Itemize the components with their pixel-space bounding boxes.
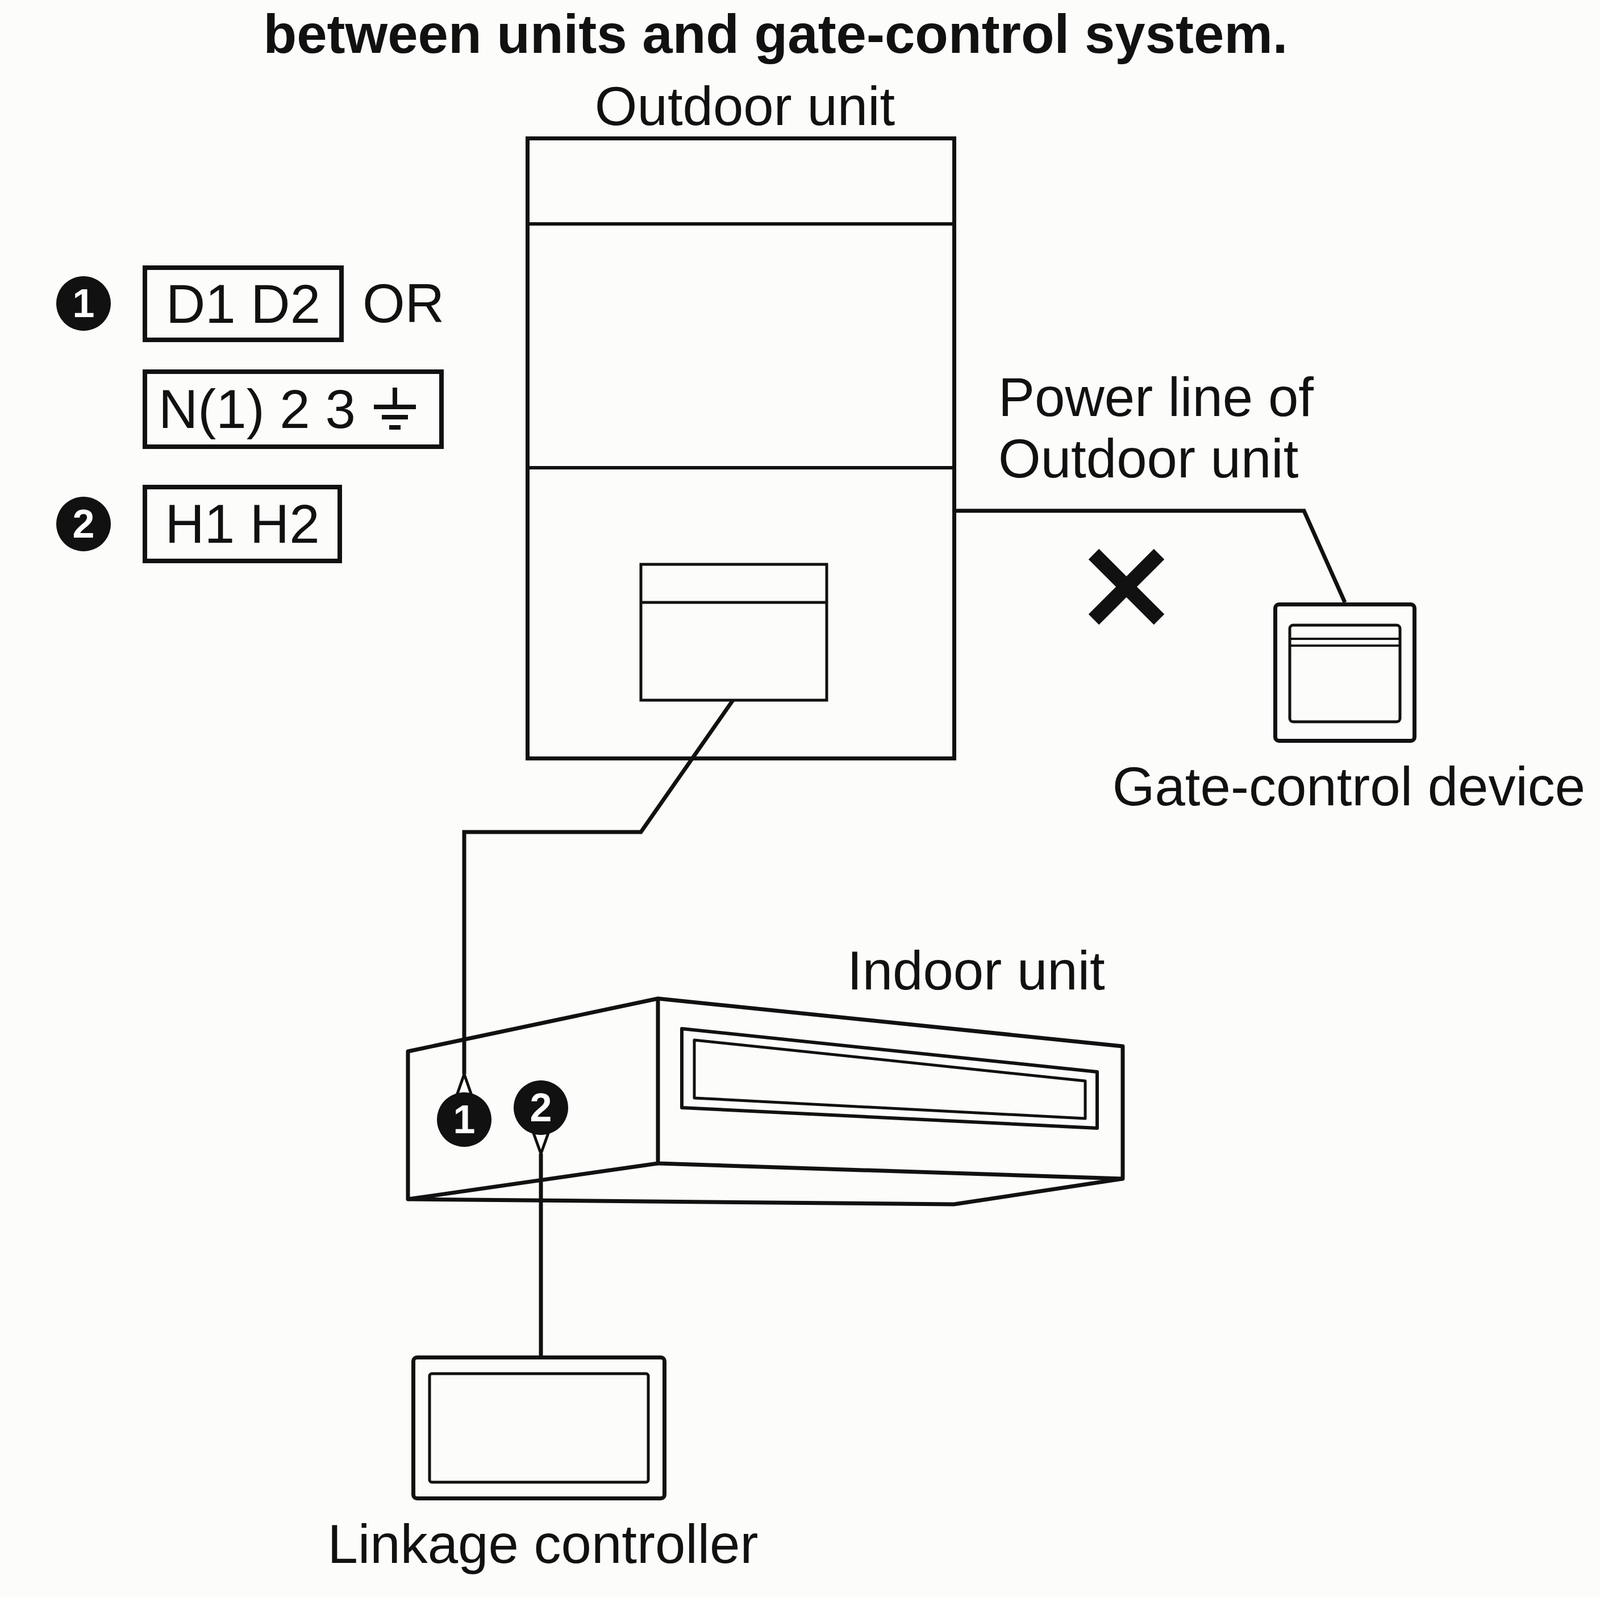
device-screen-line <box>1289 644 1400 647</box>
gate-control-device: Gate-control device <box>1273 602 1417 743</box>
terminal-label-box: N(1) 2 3 <box>142 369 444 449</box>
wire <box>956 510 1345 603</box>
callout-number: 1 <box>56 276 111 331</box>
terminal-label: N(1) 2 3 <box>158 378 356 440</box>
unit-edge <box>657 998 1123 1179</box>
housing-line <box>525 222 957 226</box>
wire <box>464 700 733 1074</box>
unit-edge <box>407 1163 658 1199</box>
note-label: OR <box>362 272 445 335</box>
terminal-label: H1 H2 <box>164 493 320 555</box>
terminal-label-box: H1 H2 <box>142 484 343 564</box>
wire-label: Power line of Outdoor unit <box>998 366 1340 489</box>
terminal-line <box>640 601 827 604</box>
device-screen <box>1289 625 1400 722</box>
terminal-label: D1 D2 <box>165 273 321 335</box>
forbidden-cross <box>1093 553 1160 620</box>
callout-number: 2 <box>56 496 111 552</box>
unit-outline <box>407 998 1123 1204</box>
device-screen-line <box>1289 637 1400 640</box>
terminal-block <box>640 564 827 700</box>
ground-symbol <box>369 380 421 438</box>
callout-number: 2 <box>513 1080 569 1135</box>
terminal-label-box: D1 D2 <box>142 265 344 343</box>
unit-label: Gate-control device <box>1112 755 1586 818</box>
air-grille <box>694 1039 1086 1119</box>
callout-number: 1 <box>436 1092 492 1147</box>
diagram-title: between units and gate-control system. <box>263 3 1289 65</box>
outdoor-unit: Outdoor unit <box>525 136 957 761</box>
housing-line <box>525 465 957 470</box>
controller-screen <box>429 1373 649 1482</box>
linkage-controller: Linkage controller <box>411 1355 667 1500</box>
forbidden-cross <box>1093 553 1160 620</box>
air-grille <box>681 1028 1098 1128</box>
unit-label: Linkage controller <box>327 1513 759 1575</box>
unit-label: Outdoor unit <box>594 75 895 137</box>
wire <box>539 1153 544 1356</box>
unit-label: Indoor unit <box>847 939 1106 1002</box>
